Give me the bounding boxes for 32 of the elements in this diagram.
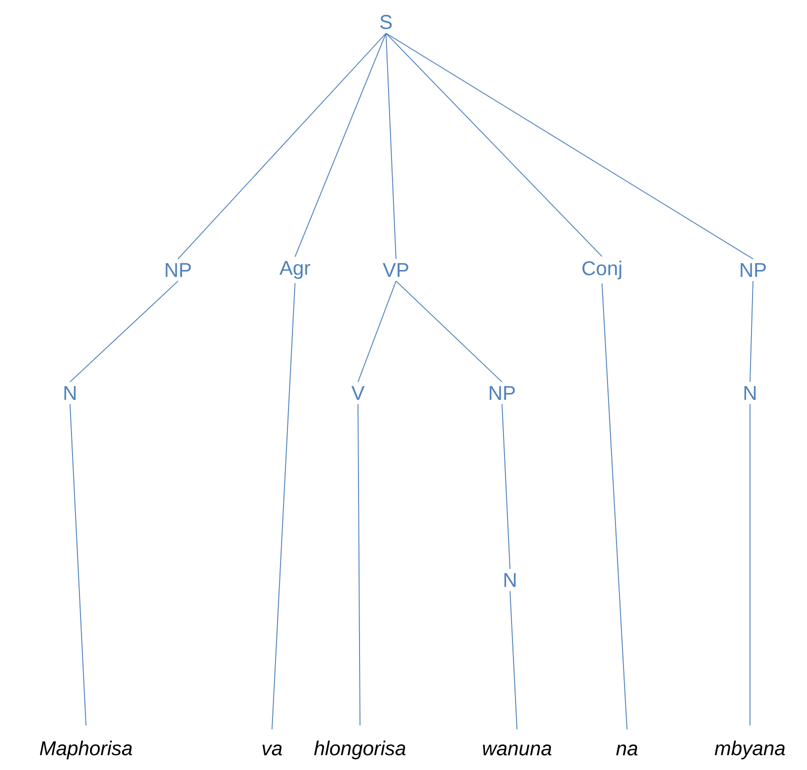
tree-branch xyxy=(70,280,178,382)
category-label: Conj xyxy=(582,260,622,280)
tree-branch xyxy=(358,280,396,382)
category-label: NP xyxy=(166,263,191,277)
tree-branch xyxy=(396,280,502,382)
category-label: NP xyxy=(740,263,766,277)
tree-branch xyxy=(70,404,86,726)
category-label: N xyxy=(64,386,76,400)
word: mbyana xyxy=(714,740,785,760)
category-label: N xyxy=(504,573,516,587)
tree-branch xyxy=(510,590,518,730)
tree-branch xyxy=(602,283,628,730)
category-label: V xyxy=(351,386,365,400)
category-label: Agr xyxy=(279,261,310,279)
tree-branch xyxy=(502,404,510,570)
category-label: VP xyxy=(382,263,408,277)
word: wanuna xyxy=(482,744,552,756)
category-label: S xyxy=(380,14,392,30)
word: Maphorisa xyxy=(40,740,132,760)
word: hlongorisa xyxy=(314,740,406,760)
tree-branch xyxy=(178,32,386,260)
word: na xyxy=(616,744,638,756)
tree-branch xyxy=(386,32,602,257)
tree-branch xyxy=(386,32,754,260)
tree-branch xyxy=(272,282,296,730)
word: va xyxy=(262,744,282,756)
category-label: NP xyxy=(490,386,515,400)
category-label: N xyxy=(744,386,756,400)
tree-branch xyxy=(750,280,754,382)
tree-branch xyxy=(386,32,396,260)
tree-branch xyxy=(294,32,386,258)
tree-branch xyxy=(358,404,360,726)
